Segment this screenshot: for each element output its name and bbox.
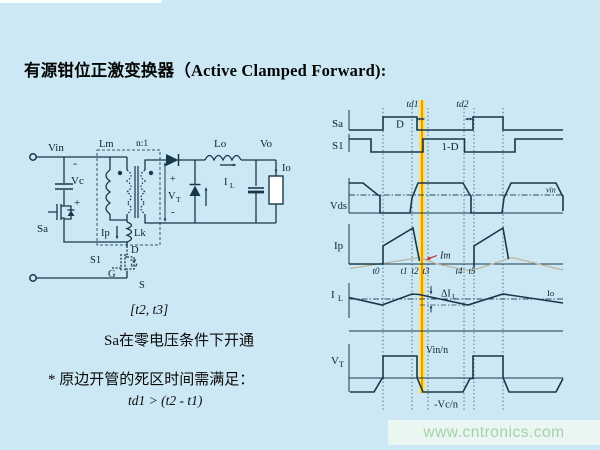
- vt-waveform: [350, 355, 564, 393]
- row-label-vt-sub: T: [339, 360, 344, 369]
- vds-waveform: [349, 182, 564, 214]
- td2-arrowhead-right: [469, 117, 473, 121]
- im-pointer-arrowhead: [425, 256, 431, 260]
- sa-body-diode-icon: [67, 210, 75, 216]
- label-vt-sub: T: [176, 195, 181, 204]
- time-label-t1: t1: [400, 266, 407, 276]
- row-label-sa: Sa: [332, 118, 343, 130]
- td1-label: td1: [406, 100, 418, 110]
- delta-il-arrowhead-up: [429, 305, 433, 309]
- ip-arrowhead: [115, 236, 119, 240]
- note-zvs: Sa在零电压条件下开通: [104, 333, 255, 349]
- input-terminal-bottom: [29, 274, 37, 282]
- label-io: Io: [282, 163, 291, 174]
- label-vin: Vin: [48, 142, 64, 154]
- label-turns-ratio: n:1: [136, 139, 148, 149]
- il-arrowhead: [233, 163, 237, 167]
- td2-label: td2: [456, 100, 468, 110]
- circuit-diagram: Vin - Vc + Sa Lm n:1 Ip Lk S1 G D S + V …: [29, 138, 291, 291]
- label-ip: Ip: [101, 228, 110, 239]
- il-waveform: [348, 293, 564, 306]
- main-switch-s1-icon: [112, 246, 139, 272]
- transformer-core-icon: [134, 166, 139, 218]
- time-label-t2: t2: [411, 266, 419, 276]
- td2-arrowhead-left: [465, 117, 469, 121]
- row-label-il: I: [331, 289, 335, 301]
- row-label-ip: Ip: [334, 240, 344, 252]
- note-deadtime: * 原边开管的死区时间需满足：: [48, 372, 255, 388]
- vin-level-label: vin: [546, 186, 556, 195]
- waveform-panel: Sa S1 Vds Ip I L V T D 1-D td1 td2 vin I…: [330, 100, 564, 411]
- label-vc: Vc: [71, 175, 84, 187]
- circuit-wires: [36, 156, 277, 279]
- neg-vc-n-label: -Vc/n: [434, 400, 459, 411]
- note-formula: td1 > (t2 - t1): [128, 393, 203, 408]
- label-vt: V: [168, 191, 176, 202]
- row-label-vds: Vds: [330, 201, 347, 212]
- leakage-inductor-icon: [125, 221, 133, 243]
- note-interval: [t2, t3]: [130, 302, 169, 317]
- label-vt-minus: -: [171, 206, 175, 218]
- label-gate: G: [108, 269, 116, 280]
- freewheel-arrowhead: [204, 187, 208, 191]
- input-terminal-top: [29, 153, 37, 161]
- row-label-il-sub: L: [338, 294, 343, 303]
- transformer-dashed-box: [96, 149, 161, 246]
- s1-waveform: [349, 138, 563, 153]
- label-vc-plus: +: [74, 197, 80, 209]
- im-label: Im: [439, 251, 451, 262]
- label-lo: Lo: [214, 138, 227, 150]
- label-vc-minus: -: [73, 156, 77, 170]
- vt-arrowhead-top: [163, 162, 167, 166]
- td1-arrowhead-right: [421, 117, 425, 121]
- row-label-vt: V: [331, 355, 339, 367]
- time-label-t5: t5: [468, 266, 476, 276]
- polarity-dot-secondary: [148, 170, 154, 176]
- delta-il-label-sub: L: [452, 292, 457, 301]
- ip-waveform-pulse2: [473, 226, 510, 267]
- vin-n-label: Vin/n: [426, 345, 448, 356]
- time-label-t4: t4: [455, 266, 463, 276]
- io-level-label: Io: [547, 288, 554, 298]
- label-lm: Lm: [99, 139, 114, 150]
- magnetizing-inductor-icon: [105, 169, 112, 215]
- label-drain: D: [131, 245, 139, 256]
- time-label-t0: t0: [372, 266, 380, 276]
- freewheel-diode-icon: [189, 185, 201, 196]
- label-source: S: [139, 280, 145, 291]
- ip-waveform-pulse1: [349, 226, 421, 265]
- top-edge-sliver: [0, 0, 162, 3]
- io-arrowhead: [274, 169, 278, 173]
- clamp-capacitor: [55, 183, 73, 190]
- row-label-s1: S1: [332, 140, 344, 152]
- label-il: I: [224, 177, 228, 188]
- sa-waveform: [349, 116, 563, 131]
- duty-label: D: [396, 119, 404, 131]
- label-vt-plus: +: [170, 174, 176, 185]
- time-label-t3: t3: [422, 266, 430, 276]
- polarity-dot-primary: [117, 170, 123, 176]
- one-minus-d-label: 1-D: [441, 141, 458, 153]
- output-inductor-icon: [204, 154, 242, 162]
- label-sa: Sa: [37, 223, 48, 235]
- vt-arrowhead-bottom: [163, 218, 167, 222]
- time-highlight-core: [421, 100, 423, 393]
- page-title: 有源钳位正激变换器（Active Clamped Forward):: [24, 61, 387, 80]
- label-lk: Lk: [134, 228, 146, 239]
- delta-il-label: ΔI: [441, 289, 451, 300]
- watermark-text: www.cntronics.com: [423, 423, 565, 441]
- label-il-sub: L: [230, 181, 235, 190]
- transformer-secondary-icon: [140, 169, 147, 215]
- transformer-primary-icon: [125, 169, 132, 215]
- td1-arrowhead-left: [417, 117, 421, 121]
- watermark-strip: www.cntronics.com: [388, 420, 600, 445]
- load-resistor-icon: [268, 175, 284, 205]
- rectifier-diode-icon: [166, 154, 179, 166]
- delta-il-arrowhead-down: [429, 291, 433, 295]
- im-waveform: [349, 256, 564, 272]
- row-baselines: [349, 212, 563, 379]
- label-vo: Vo: [260, 138, 273, 150]
- label-s1: S1: [90, 255, 101, 266]
